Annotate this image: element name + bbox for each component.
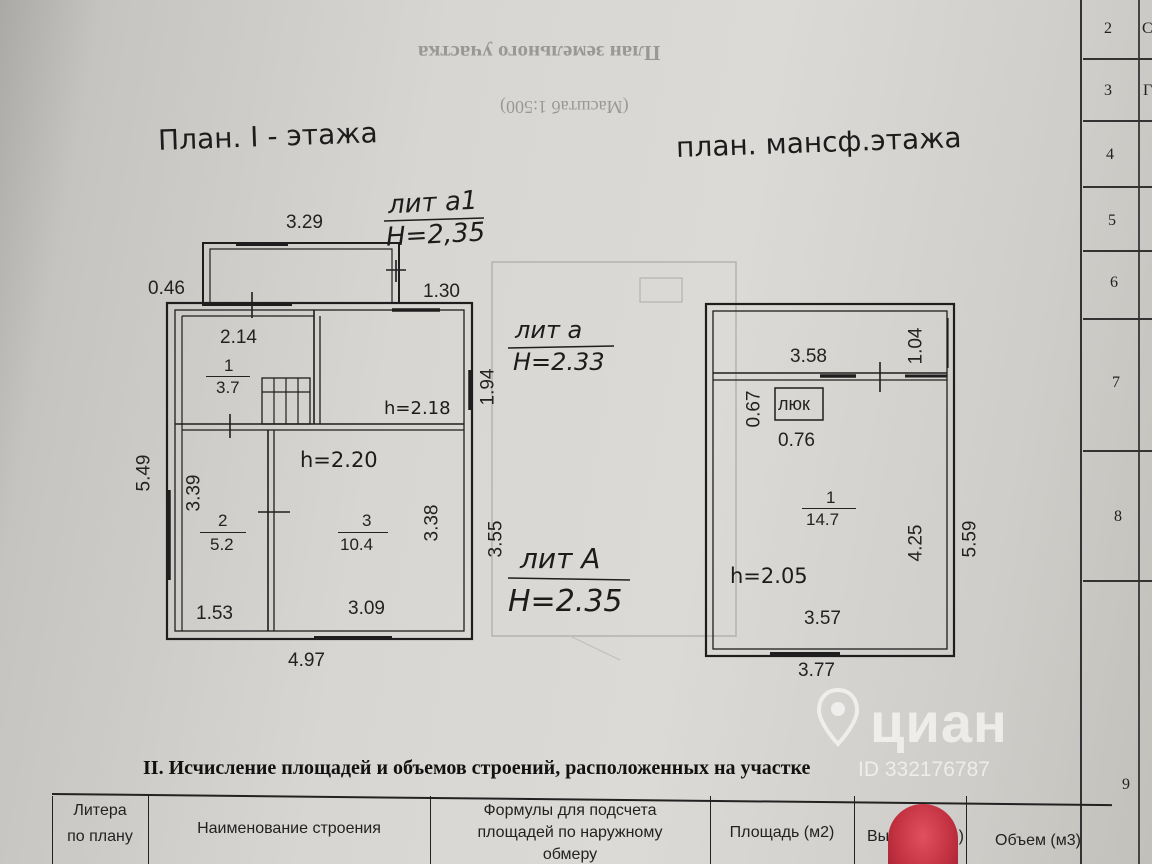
dim-3-29: 3.29 <box>286 212 323 233</box>
row-number-2: 2 <box>1104 20 1112 37</box>
lit-A-height: H=2.35 <box>508 584 623 619</box>
formulas-line-3: обмеру <box>542 846 598 863</box>
dim-3-09: 3.09 <box>348 598 385 619</box>
row-number-4: 4 <box>1106 146 1114 163</box>
section-heading: II. Исчисление площадей и объемов строен… <box>143 757 811 779</box>
row-number-8: 8 <box>1114 508 1122 525</box>
mansard-room-1-area: 14.7 <box>806 510 840 529</box>
row-number-5: 5 <box>1108 212 1116 229</box>
room-2-area: 5.2 <box>210 535 234 554</box>
dim-3-57: 3.57 <box>804 608 841 629</box>
table-header-liter: Литера по плану <box>52 796 147 864</box>
table-header-formulas: Формулы для подсчета площадей по наружно… <box>430 796 709 864</box>
lit-a1-height: H=2,35 <box>385 217 486 253</box>
lit-A-label: лит А <box>520 542 601 575</box>
table-header-volume: Объем (м3) <box>966 796 1109 864</box>
row-number-6: 6 <box>1110 274 1118 291</box>
liter-line-2: по плану <box>67 828 133 845</box>
dim-4-25: 4.25 <box>905 524 927 562</box>
dim-1-04: 1.04 <box>905 327 927 365</box>
dim-4-97: 4.97 <box>288 650 325 671</box>
dim-1-53: 1.53 <box>196 603 233 624</box>
lit-a-label: лит а <box>515 316 583 344</box>
dim-5-49: 5.49 <box>133 454 155 492</box>
watermark-id: ID 332176787 <box>858 758 990 781</box>
row-number-9: 9 <box>1122 776 1130 793</box>
dim-2-14: 2.14 <box>220 327 257 348</box>
mansard-room-1-number: 1 <box>826 488 836 507</box>
hatch-label: люк <box>778 394 810 414</box>
dim-5-59: 5.59 <box>959 520 981 558</box>
dim-0-67: 0.67 <box>743 390 765 428</box>
height-header-text: Вы <box>867 828 890 845</box>
dim-3-38: 3.38 <box>421 504 443 542</box>
row-letter-s: С <box>1142 20 1152 37</box>
room-1-number: 1 <box>224 356 234 375</box>
table-header-area: Площадь (м2) <box>710 796 853 864</box>
ceiling-height-218: h=2.18 <box>384 398 451 419</box>
room-2-number: 2 <box>218 511 228 530</box>
liter-line-1: Литера <box>73 802 127 819</box>
lit-a-height: H=2.33 <box>513 348 605 376</box>
table-header-name: Наименование строения <box>148 796 429 864</box>
dim-3-77: 3.77 <box>798 660 835 681</box>
area-header-text: Площадь (м2) <box>729 824 835 841</box>
formulas-line-2: площадей по наружному <box>477 824 663 841</box>
dim-1-30: 1.30 <box>423 281 460 302</box>
dim-3-55: 3.55 <box>485 520 507 558</box>
dim-3-39: 3.39 <box>183 474 205 512</box>
ceiling-height-220: h=2.20 <box>300 448 378 472</box>
room-1-area: 3.7 <box>216 378 240 397</box>
formulas-line-1: Формулы для подсчета <box>483 802 657 819</box>
dim-0-46: 0.46 <box>148 278 185 299</box>
ceiling-height-205: h=2.05 <box>730 564 808 588</box>
location-pin-icon <box>816 688 860 747</box>
row-letter-g: Г <box>1143 82 1152 99</box>
volume-header-text: Объем (м3) <box>995 832 1081 849</box>
floor-plans-drawing <box>165 217 956 661</box>
dim-3-58: 3.58 <box>790 346 827 367</box>
room-3-number: 3 <box>362 511 372 530</box>
name-header-text: Наименование строения <box>197 820 381 837</box>
lit-a1-label: лит а1 <box>387 185 479 221</box>
row-number-7: 7 <box>1112 374 1120 391</box>
watermark-brand: циан <box>870 691 1008 754</box>
dim-1-94: 1.94 <box>477 368 499 406</box>
room-3-area: 10.4 <box>340 535 374 554</box>
row-number-3: 3 <box>1104 82 1112 99</box>
dim-0-76: 0.76 <box>778 430 815 451</box>
finger-overlay <box>888 804 958 864</box>
